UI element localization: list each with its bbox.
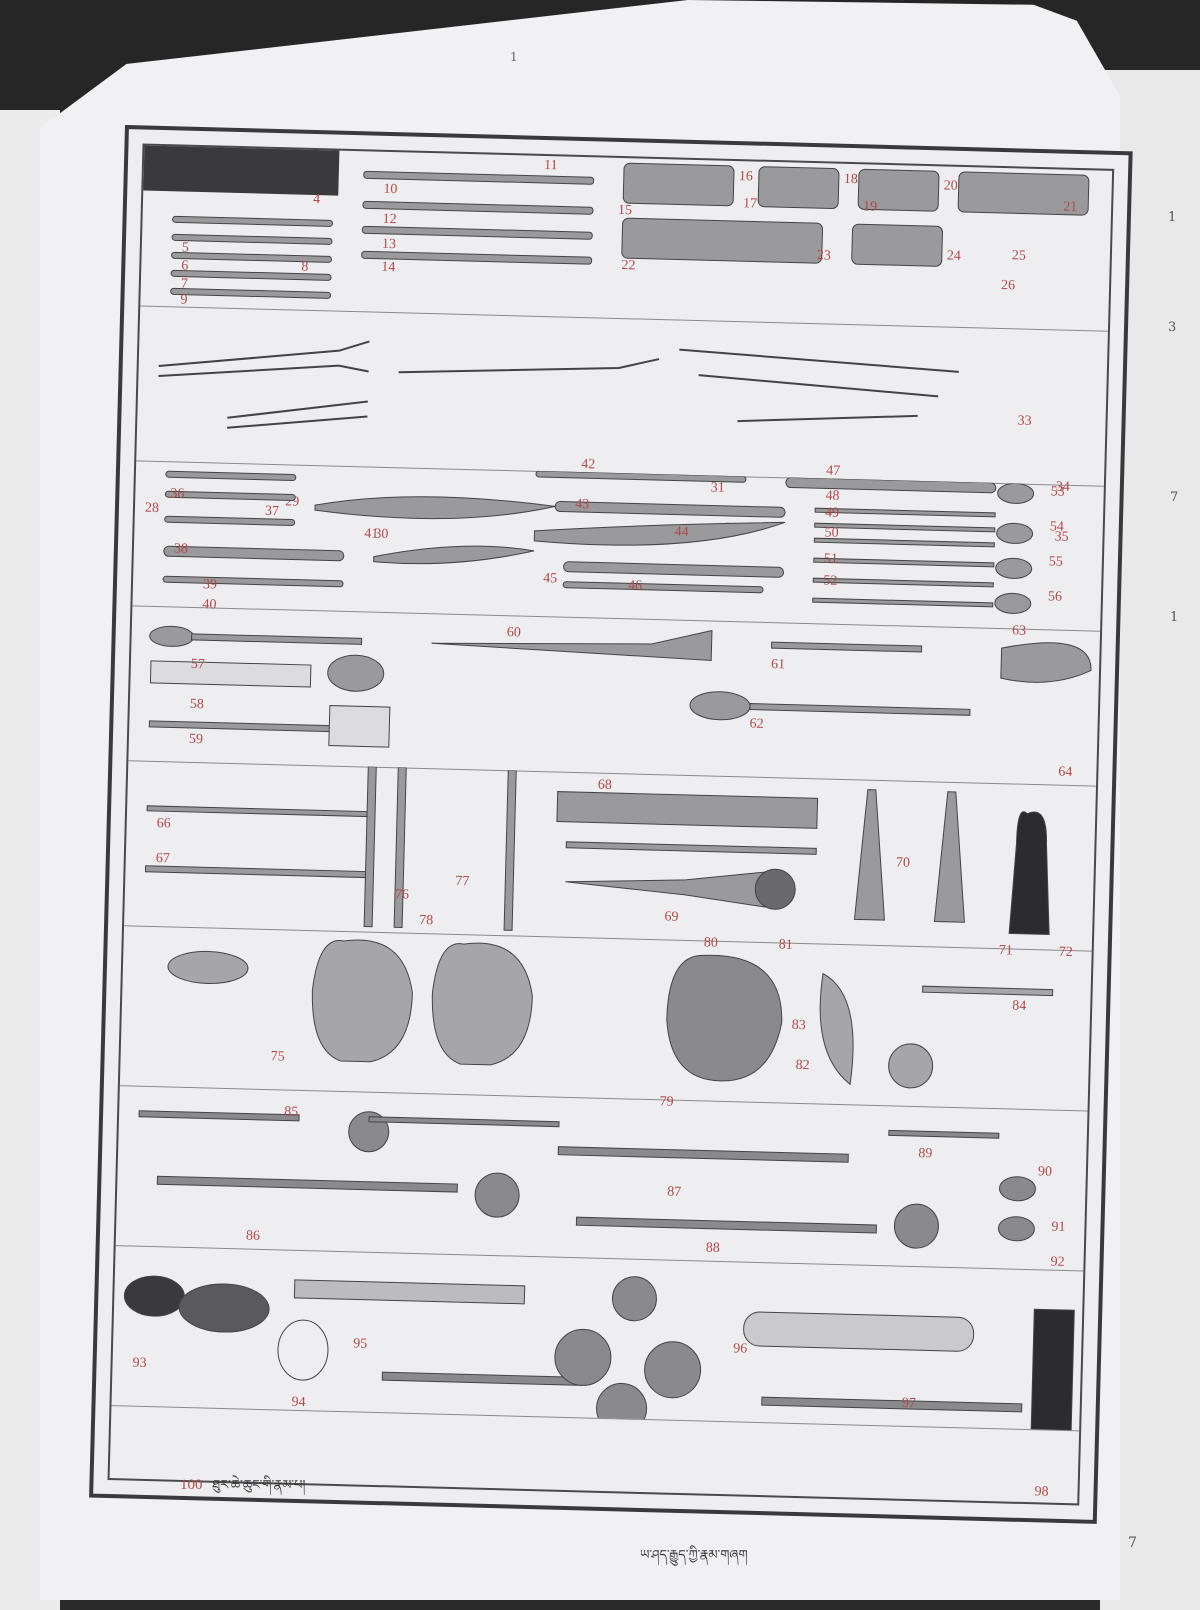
item-number: 41 [364,526,379,542]
row5-illustrations [144,766,1050,935]
item-number: 5 [181,240,189,256]
item-number: 19 [862,199,878,215]
item-number: 93 [132,1355,147,1371]
item-number: 25 [1011,248,1027,264]
plate-caption: 100 ཐུར་ཆེ་ཆུང་གི་རྣམ་པ། [180,1470,305,1507]
item-number: 18 [843,171,859,188]
item-number: 95 [352,1336,368,1352]
item-number: 8 [301,259,309,275]
item-number: 66 [156,816,171,832]
running-head: 1 [510,50,518,64]
row8-illustrations [123,1275,1075,1431]
item-number: 4 [312,191,321,208]
item-number: 78 [419,912,434,929]
item-number: 80 [703,935,718,951]
item-number: 82 [795,1057,810,1074]
item-number: 83 [791,1017,806,1034]
item-number: 15 [617,202,633,219]
row1-illustrations [170,162,1090,299]
item-number: 76 [394,887,410,903]
right-fragment-4: 1 [1170,610,1179,625]
item-number: 51 [823,551,839,567]
item-number: 85 [284,1104,299,1120]
item-number: 67 [155,851,170,867]
item-number: 88 [705,1240,720,1256]
item-number: 98 [1034,1484,1049,1500]
item-number: 21 [1062,199,1078,215]
row3-illustrations [162,470,1035,614]
item-number: 17 [742,196,758,212]
row2-illustrations [158,340,959,429]
item-number: 52 [823,573,838,589]
item-number: 36 [170,486,185,502]
item-number: 48 [825,488,840,504]
item-number: 69 [664,909,679,925]
right-fragment-3: 7 [1170,490,1179,505]
item-number: 59 [188,731,204,748]
item-number: 49 [824,505,840,521]
item-number: 60 [506,625,522,641]
item-number: 92 [1050,1254,1065,1270]
item-number: 16 [738,169,754,185]
caption-text: ཐུར་ཆེ་ཆུང་གི་རྣམ་པ། [212,1477,306,1492]
item-number: 91 [1051,1219,1066,1235]
item-number: 89 [918,1146,933,1162]
item-number: 77 [455,873,470,890]
item-number: 96 [732,1341,748,1357]
item-number: 54 [1049,519,1064,535]
item-number: 57 [190,656,206,673]
item-number: 94 [291,1394,306,1411]
item-number: 42 [581,457,596,473]
item-number: 39 [202,577,218,593]
item-number: 37 [264,503,280,520]
item-number: 26 [1000,277,1016,294]
item-number: 50 [824,525,839,541]
item-number: 64 [1058,764,1073,781]
item-number: 81 [778,937,793,953]
item-number: 22 [621,258,636,274]
item-number: 62 [749,716,764,732]
caption-number: 100 [180,1477,203,1493]
item-number: 23 [816,248,832,264]
item-number: 84 [1012,998,1027,1014]
item-number: 86 [245,1228,261,1244]
item-number: 75 [270,1049,285,1065]
item-number: 7 [180,276,189,292]
item-number: 44 [674,524,689,540]
item-number: 61 [770,657,786,673]
item-number: 63 [1011,623,1027,639]
row7-illustrations [138,1110,1036,1249]
item-number: 97 [901,1395,916,1412]
item-number: 47 [825,463,841,479]
illustration-plate: 4 5 6 7 8 9 10 11 12 13 14 15 16 17 18 1… [89,125,1133,1524]
item-number: 10 [383,181,398,198]
item-number: 38 [173,541,189,557]
item-number: 87 [667,1184,682,1200]
item-number: 46 [627,578,643,594]
item-number: 53 [1050,484,1065,500]
item-number: 70 [895,855,911,871]
item-number: 6 [181,258,189,274]
item-number: 24 [946,248,962,264]
item-number: 68 [597,777,613,793]
item-number: 58 [189,696,205,713]
item-number: 13 [381,236,397,253]
item-number: 56 [1047,589,1063,605]
item-number: 12 [382,211,397,228]
page-number: 7 [1128,1535,1137,1551]
plate-inner-frame: 4 5 6 7 8 9 10 11 12 13 14 15 16 17 18 1… [107,143,1115,1506]
right-fragment-1: 1 [1168,210,1177,225]
row6-illustrations [167,939,1054,1089]
item-number: 20 [943,178,958,194]
item-number: 11 [543,157,558,174]
item-number: 55 [1048,554,1064,570]
item-number: 45 [543,571,558,587]
right-fragment-2: 3 [1168,320,1177,335]
item-number: 33 [1017,413,1032,429]
item-number: 90 [1037,1164,1053,1180]
item-number: 14 [381,259,396,276]
row4-illustrations [148,625,1092,748]
page-footer: ཡ་ཤད་རྒྱུད་ཀྱི་རྣམ་གཞག [640,1548,748,1563]
item-number: 43 [575,496,590,513]
